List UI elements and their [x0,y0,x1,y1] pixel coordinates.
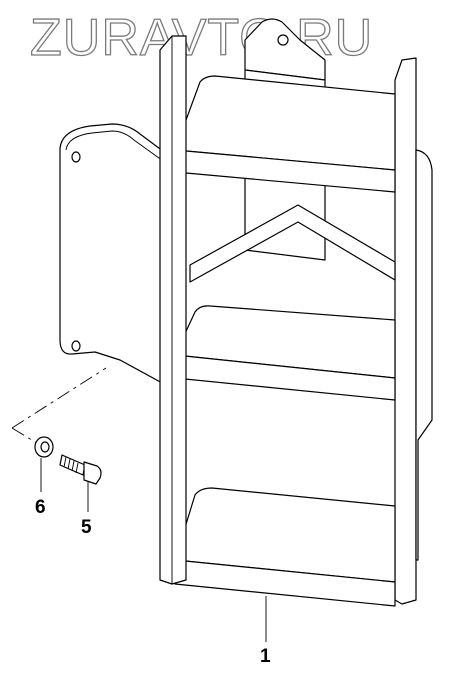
callout-1: 1 [260,646,271,667]
bracket-hole-lower [71,340,81,352]
mounting-bracket [59,123,176,391]
bracket-hole-upper [71,151,81,163]
step-middle [174,305,396,401]
washer-part-6 [34,436,54,458]
step-ladder-right-rail [394,57,433,605]
callout-5: 5 [81,517,92,538]
diagonal-brace [189,204,396,283]
step-upper [174,75,396,193]
step-lower [174,487,396,607]
bolt-part-5 [59,454,102,485]
assembly-line [11,367,107,429]
rear-bracket-hole [277,34,289,46]
assembly-line-washer [11,427,41,446]
step-ladder-left-rail [159,35,187,585]
callout-6: 6 [35,497,46,518]
